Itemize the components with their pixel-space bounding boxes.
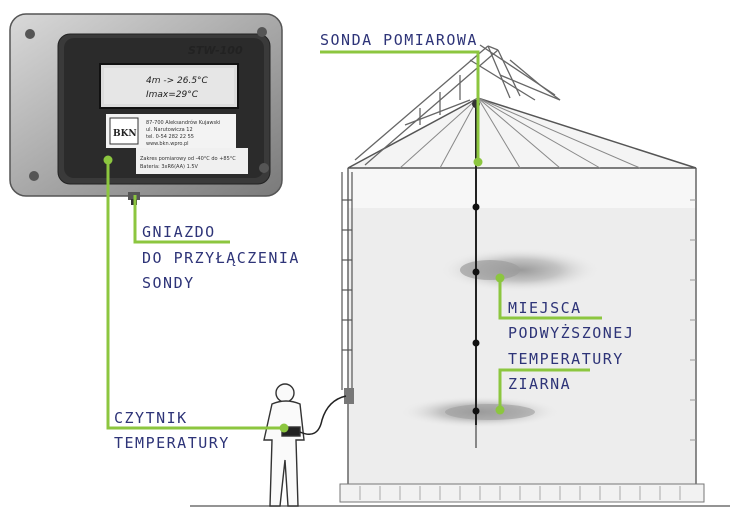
sensor-node bbox=[472, 407, 480, 415]
label-reader-line1: CZYTNIK bbox=[114, 409, 188, 427]
roof-catwalk bbox=[354, 44, 561, 166]
leader-lines bbox=[106, 50, 602, 430]
address-line: 87-700 Aleksandrów Kujawski bbox=[146, 119, 220, 126]
sensor-node bbox=[472, 203, 480, 211]
leader-dot bbox=[495, 273, 505, 283]
silo-socket bbox=[344, 388, 354, 404]
label-reader-line2: TEMPERATURY bbox=[114, 434, 230, 452]
temperature-reader-device bbox=[9, 13, 283, 205]
spec-line: Zakres pomiarowy od -40°C do +85°C bbox=[140, 156, 236, 162]
logo-text: BKN bbox=[113, 129, 137, 139]
silo-roof bbox=[347, 97, 697, 169]
label-hotspot-line4: ZIARNA bbox=[508, 375, 572, 393]
lcd-line-2: Imax=29°C bbox=[146, 90, 199, 100]
operator-figure bbox=[263, 383, 347, 507]
silo-foundation bbox=[339, 483, 705, 503]
label-socket-line1: GNIAZDO bbox=[142, 223, 216, 241]
leader-reader bbox=[106, 160, 284, 430]
label-hotspot-line1: MIEJSCA bbox=[508, 299, 582, 317]
leader-hotspot-upper bbox=[498, 278, 602, 320]
address-line: tel. 0-54 282 22 55 bbox=[146, 134, 194, 140]
leader-dot bbox=[103, 155, 113, 165]
label-socket-line2: DO PRZYŁĄCZENIA bbox=[142, 249, 300, 267]
grain-fill bbox=[348, 168, 696, 486]
leader-socket bbox=[133, 195, 230, 244]
leader-dot bbox=[473, 157, 483, 167]
bkn-logo bbox=[109, 117, 139, 145]
address-line: ul. Narutowicza 12 bbox=[146, 127, 193, 133]
silo bbox=[190, 44, 730, 507]
sensor-node bbox=[472, 268, 480, 276]
address-line: www.bkn.wpro.pl bbox=[146, 141, 189, 147]
label-probe: SONDA POMIAROWA bbox=[320, 31, 478, 49]
leader-hotspot-lower bbox=[498, 368, 590, 410]
sensor-node bbox=[472, 339, 480, 347]
label-hotspot-line3: TEMPERATURY bbox=[508, 350, 624, 368]
spec-line: Bateria: 3xR6(AA) 1.5V bbox=[140, 164, 199, 170]
leader-dot bbox=[279, 423, 289, 433]
leader-dot bbox=[495, 405, 505, 415]
device-model: STW-100 bbox=[188, 44, 243, 57]
leader-probe bbox=[320, 50, 480, 162]
label-socket-line3: SONDY bbox=[142, 274, 195, 292]
label-hotspot-line2: PODWYŻSZONEJ bbox=[508, 324, 635, 342]
lcd-line-1: 4m -> 26.5°C bbox=[146, 76, 209, 86]
